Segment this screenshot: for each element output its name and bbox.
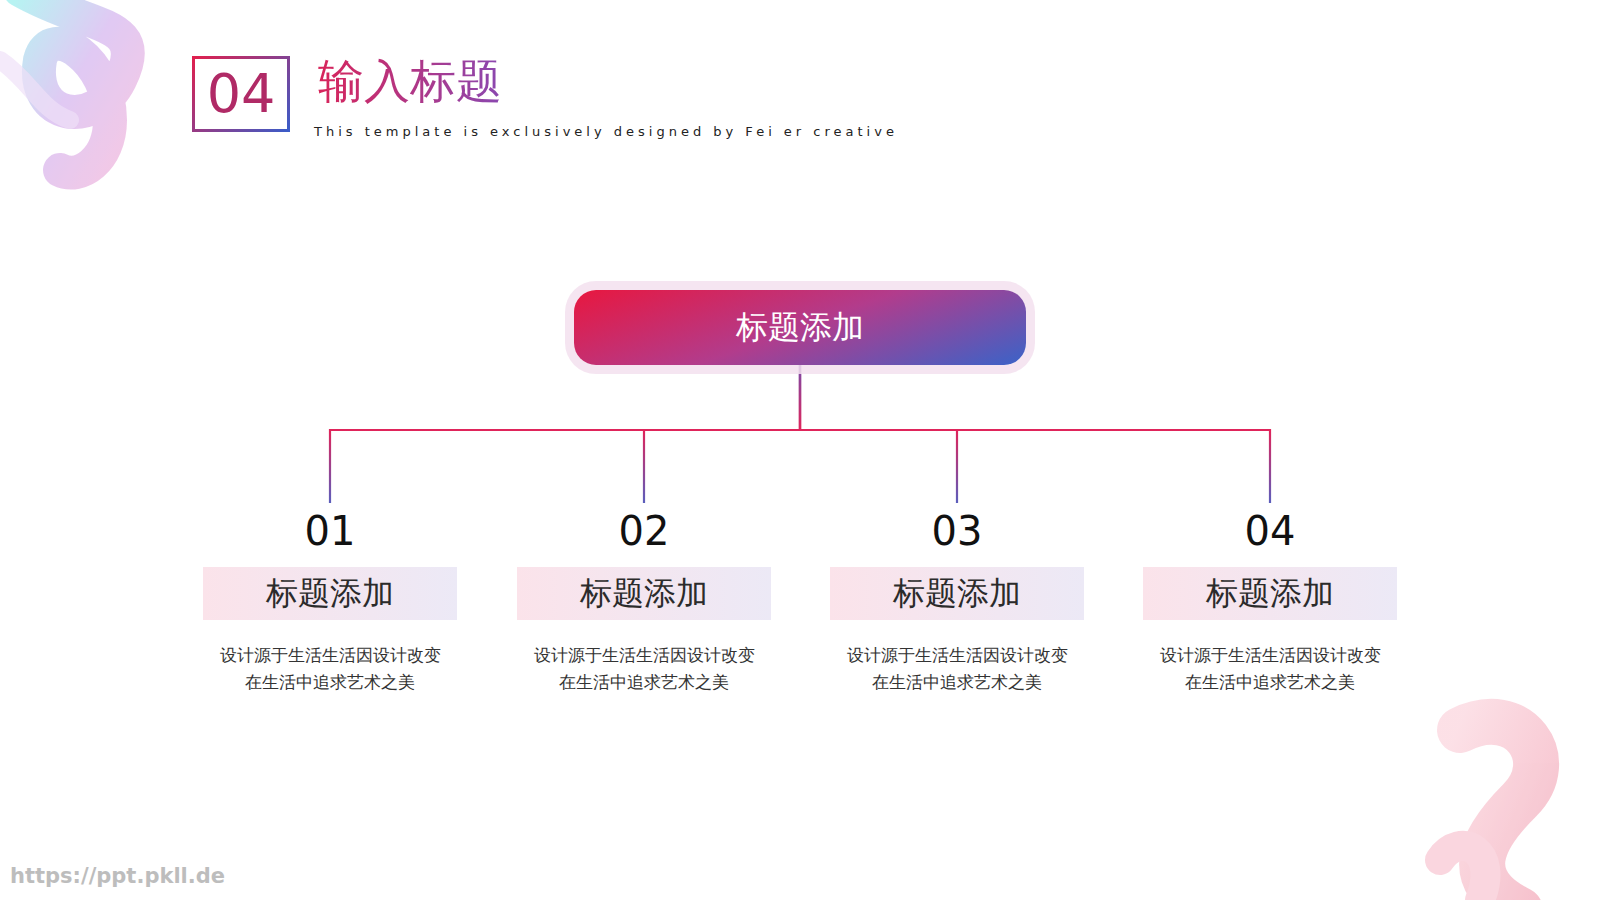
slide-title: 输入标题 xyxy=(318,54,502,109)
section-number: 04 xyxy=(207,67,276,121)
subtitle-text: This template is exclusively designed by… xyxy=(314,124,898,139)
tree-connector xyxy=(330,365,800,503)
item-heading: 标题添加 xyxy=(893,574,1021,612)
heading-band: 标题添加 xyxy=(1143,567,1397,620)
heading-band: 标题添加 xyxy=(830,567,1084,620)
item-heading: 标题添加 xyxy=(580,574,708,612)
heading-band: 标题添加 xyxy=(517,567,771,620)
tree-connector xyxy=(644,365,800,503)
branch-item: 02 标题添加设计源于生活生活因设计改变 在生活中追求艺术之美 xyxy=(517,503,771,696)
tree-connector xyxy=(800,365,957,503)
item-description: 设计源于生活生活因设计改变 在生活中追求艺术之美 xyxy=(214,642,445,696)
item-number: 03 xyxy=(830,509,1084,553)
item-number: 04 xyxy=(1143,509,1397,553)
tree-connector xyxy=(800,365,1270,503)
root-box: 标题添加 xyxy=(574,290,1026,365)
ribbon-illustration xyxy=(1440,722,1536,900)
branch-item: 03 标题添加设计源于生活生活因设计改变 在生活中追求艺术之美 xyxy=(830,503,1084,696)
item-description: 设计源于生活生活因设计改变 在生活中追求艺术之美 xyxy=(841,642,1072,696)
branch-item: 01 标题添加设计源于生活生活因设计改变 在生活中追求艺术之美 xyxy=(203,503,457,696)
branch-item: 04 标题添加设计源于生活生活因设计改变 在生活中追求艺术之美 xyxy=(1143,503,1397,696)
item-number: 02 xyxy=(517,509,771,553)
heading-band: 标题添加 xyxy=(203,567,457,620)
watermark: https://ppt.pkll.de xyxy=(10,864,225,888)
item-number: 01 xyxy=(203,509,457,553)
ribbon-illustration xyxy=(0,0,128,173)
item-heading: 标题添加 xyxy=(266,574,394,612)
item-heading: 标题添加 xyxy=(1206,574,1334,612)
section-badge: 04 xyxy=(192,56,290,132)
root-title: 标题添加 xyxy=(736,308,864,346)
item-description: 设计源于生活生活因设计改变 在生活中追求艺术之美 xyxy=(528,642,759,696)
item-description: 设计源于生活生活因设计改变 在生活中追求艺术之美 xyxy=(1154,642,1385,696)
